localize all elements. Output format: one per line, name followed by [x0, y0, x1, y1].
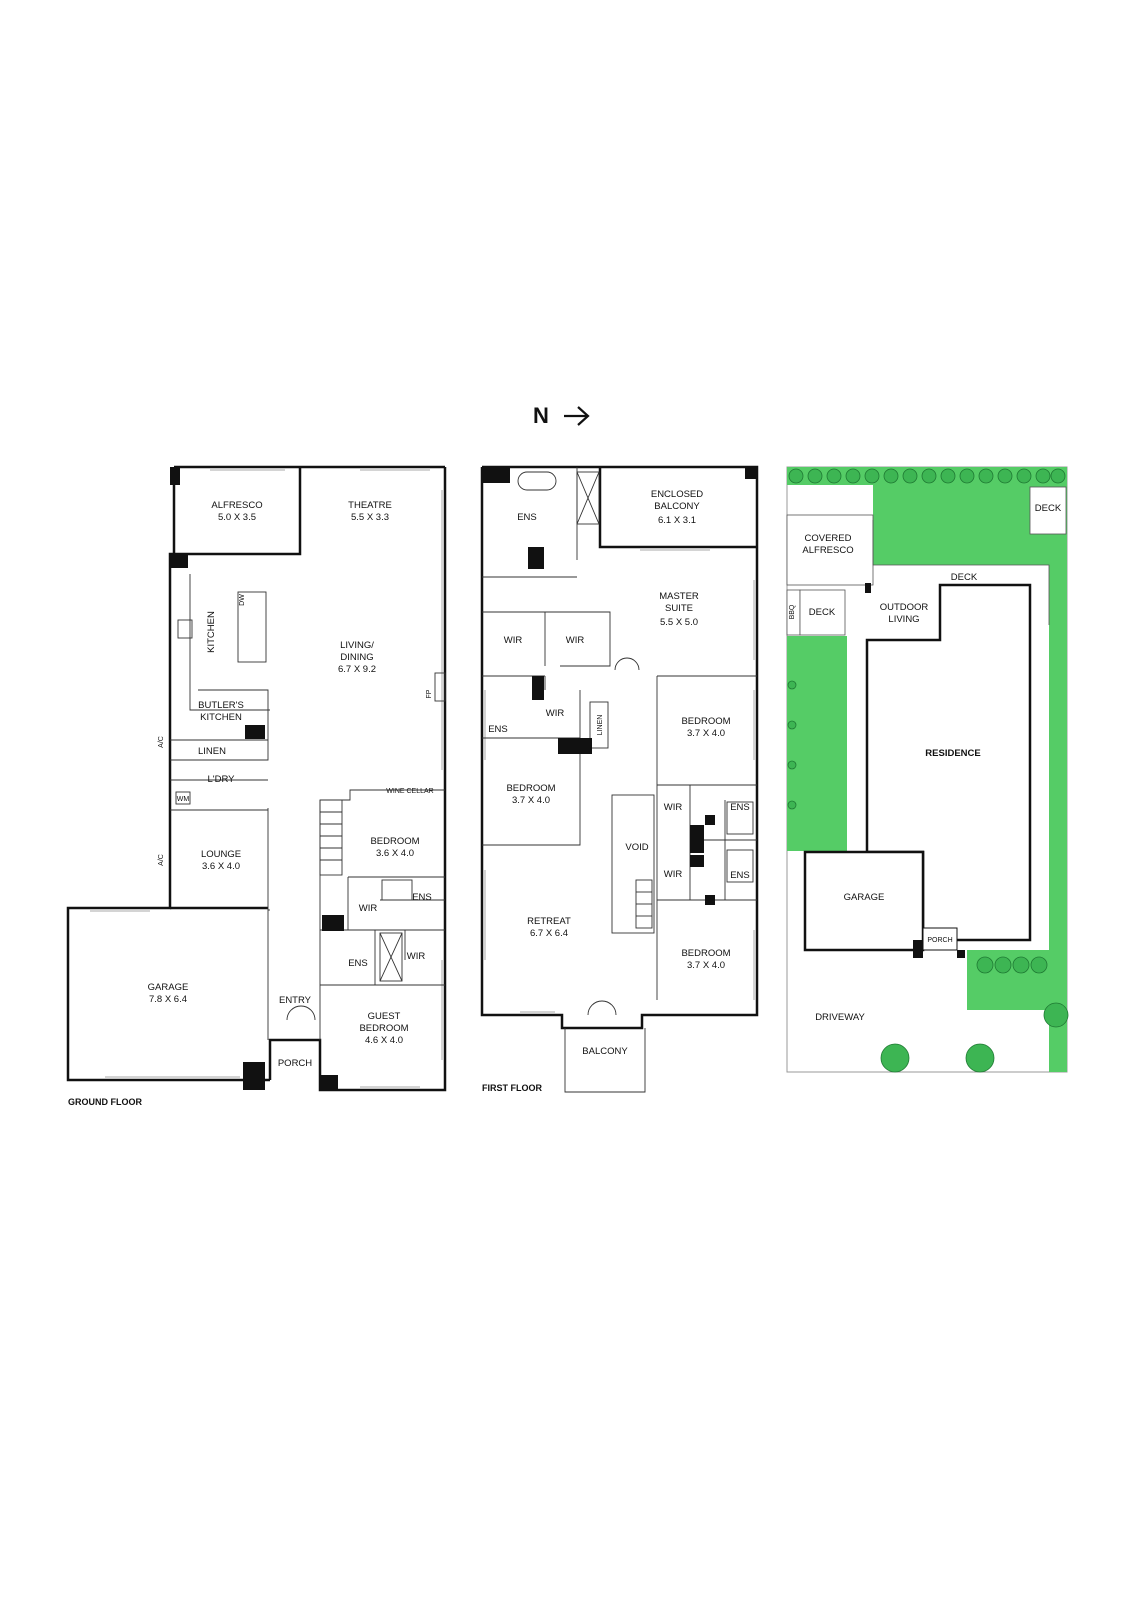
site-driveway: DRIVEWAY [815, 1012, 865, 1023]
room-ens-ff-r2: ENS [730, 870, 750, 881]
room-theatre-dim: 5.5 X 3.3 [351, 512, 389, 523]
site-deck-2: DECK [951, 572, 978, 583]
room-lounge-name: LOUNGE [201, 849, 241, 860]
room-ens-gf-1: ENS [412, 892, 432, 903]
first-stairs [635, 879, 653, 929]
label-linen-ff: LINEN [597, 715, 604, 736]
ground-floor-plan: ALFRESCO 5.0 X 3.5 THEATRE 5.5 X 3.3 KIT… [66, 465, 447, 1107]
site-porch: PORCH [927, 937, 952, 944]
room-guest-name1: GUEST [368, 1011, 401, 1022]
label-dw: DW [239, 594, 246, 606]
room-ens-ff-top: ENS [517, 512, 537, 523]
room-bedroom-ff-l-name: BEDROOM [506, 783, 555, 794]
room-wir-ff-a: WIR [504, 635, 523, 646]
room-wir-ff-b: WIR [566, 635, 585, 646]
label-ac-2: A/C [158, 854, 165, 866]
site-residence: RESIDENCE [925, 748, 980, 759]
room-master-name2: SUITE [665, 603, 693, 614]
room-retreat-dim: 6.7 X 6.4 [530, 928, 568, 939]
room-wir-ff-r2: WIR [664, 869, 683, 880]
north-arrow-icon [564, 406, 590, 426]
tree-icons [880, 956, 1069, 1073]
room-enclosed-name1: ENCLOSED [651, 489, 703, 500]
site-plan: DECK COVERED ALFRESCO DECK BBQ DECK OUTD… [786, 466, 1069, 1073]
label-ac-1: A/C [158, 736, 165, 748]
ground-floor-caption: GROUND FLOOR [68, 1097, 142, 1107]
ground-stairs [319, 799, 343, 876]
room-guest-name2: BEDROOM [359, 1023, 408, 1034]
room-garage-gf-dim: 7.8 X 6.4 [149, 994, 187, 1005]
room-wir-ff-r1: WIR [664, 802, 683, 813]
room-ens-ff-r1: ENS [730, 802, 750, 813]
label-fp: FP [426, 689, 433, 698]
first-floor-caption: FIRST FLOOR [482, 1083, 542, 1093]
room-ldry-name: L'DRY [208, 774, 236, 785]
site-covered-1: COVERED [805, 533, 852, 544]
label-wine-cellar: WINE CELLAR [386, 788, 433, 795]
room-retreat-name: RETREAT [527, 916, 571, 927]
site-outdoor-1: OUTDOOR [880, 602, 929, 613]
room-wir-gf-1: WIR [359, 903, 378, 914]
shrub-left-icons [787, 680, 797, 810]
north-indicator: N [533, 403, 590, 428]
room-master-name1: MASTER [659, 591, 699, 602]
room-enclosed-dim: 6.1 X 3.1 [658, 515, 696, 526]
site-garage: GARAGE [844, 892, 885, 903]
room-porch-gf: PORCH [278, 1058, 312, 1069]
room-garage-gf-name: GARAGE [148, 982, 189, 993]
site-outdoor-2: LIVING [888, 614, 919, 625]
north-label: N [533, 403, 549, 428]
room-living-name1: LIVING/ [340, 640, 374, 651]
site-covered-2: ALFRESCO [802, 545, 853, 556]
room-master-dim: 5.5 X 5.0 [660, 617, 698, 628]
room-bedroom-ff-r1-name: BEDROOM [681, 716, 730, 727]
room-wir-ff-c: WIR [546, 708, 565, 719]
room-wir-gf-2: WIR [407, 951, 426, 962]
room-bedroom-gf-dim: 3.6 X 4.0 [376, 848, 414, 859]
room-alfresco-name: ALFRESCO [211, 500, 262, 511]
room-bedroom-ff-r1-dim: 3.7 X 4.0 [687, 728, 725, 739]
first-floor-plan: ENS ENCLOSED BALCONY 6.1 X 3.1 MASTER SU… [480, 465, 759, 1093]
room-butlers-name2: KITCHEN [200, 712, 242, 723]
room-alfresco-dim: 5.0 X 3.5 [218, 512, 256, 523]
room-void: VOID [625, 842, 648, 853]
room-bedroom-gf-name: BEDROOM [370, 836, 419, 847]
room-bedroom-ff-r2-name: BEDROOM [681, 948, 730, 959]
room-entry: ENTRY [279, 995, 312, 1006]
room-theatre-name: THEATRE [348, 500, 392, 511]
label-wm: WM [177, 796, 190, 803]
room-ens-ff-left: ENS [488, 724, 508, 735]
room-kitchen-name: KITCHEN [206, 611, 217, 653]
room-bedroom-ff-l-dim: 3.7 X 4.0 [512, 795, 550, 806]
room-linen-name: LINEN [198, 746, 226, 757]
site-deck-1: DECK [1035, 503, 1062, 514]
room-balcony: BALCONY [582, 1046, 628, 1057]
room-living-name2: DINING [340, 652, 373, 663]
room-lounge-dim: 3.6 X 4.0 [202, 861, 240, 872]
room-bedroom-ff-r2-dim: 3.7 X 4.0 [687, 960, 725, 971]
room-guest-dim: 4.6 X 4.0 [365, 1035, 403, 1046]
room-ens-gf-2: ENS [348, 958, 368, 969]
hedge-top-icons [788, 468, 1066, 484]
room-butlers-name1: BUTLER'S [198, 700, 244, 711]
room-living-dim: 6.7 X 9.2 [338, 664, 376, 675]
site-bbq: BBQ [789, 604, 796, 619]
room-enclosed-name2: BALCONY [654, 501, 700, 512]
site-deck-3: DECK [809, 607, 836, 618]
